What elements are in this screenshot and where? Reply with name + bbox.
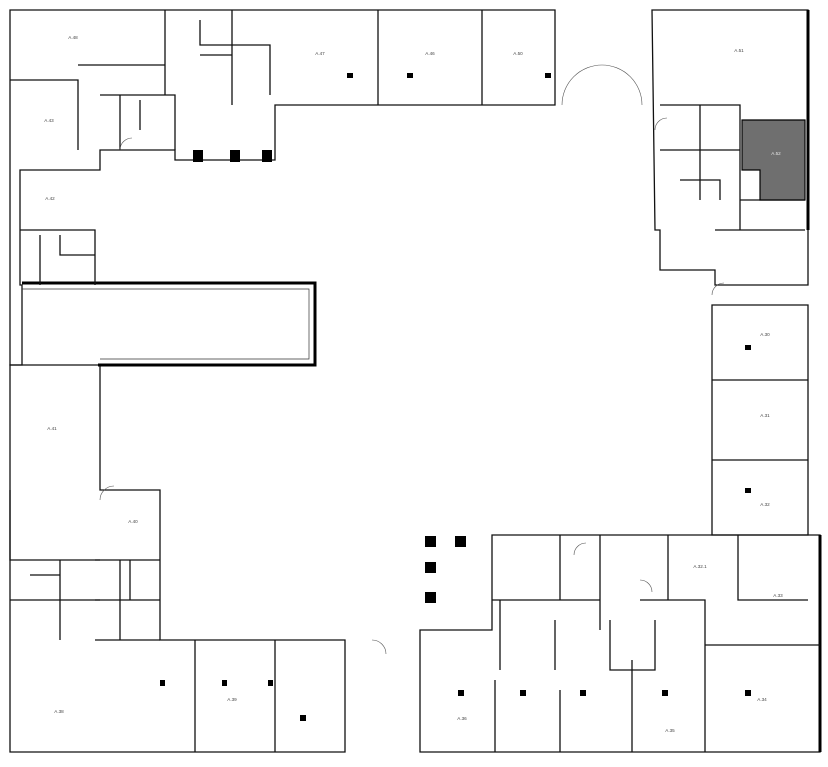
unit-label: А.50 bbox=[513, 51, 523, 56]
unit-a35[interactable]: А.35 bbox=[634, 662, 703, 750]
unit-a32[interactable]: А.32 bbox=[714, 462, 806, 533]
unit-label: А.30 bbox=[760, 332, 770, 337]
unit-a34[interactable]: А.34 bbox=[707, 647, 818, 750]
unit-label: А.42 bbox=[45, 196, 55, 201]
unit-a40[interactable]: А.40 bbox=[102, 492, 158, 558]
unit-a32-1[interactable]: А.32.1 bbox=[670, 537, 736, 598]
unit-label: А.32.1 bbox=[693, 564, 707, 569]
unit-label: А.39 bbox=[227, 697, 237, 702]
unit-label: А.31 bbox=[760, 413, 770, 418]
pillars bbox=[160, 73, 751, 721]
unit-label: А.52 bbox=[771, 151, 781, 156]
unit-a42[interactable]: А.42 bbox=[22, 170, 92, 230]
unit-a46[interactable]: А.46 bbox=[380, 12, 480, 102]
unit-label: А.33 bbox=[773, 593, 783, 598]
unit-label: А.40 bbox=[128, 519, 138, 524]
unit-label: А.48 bbox=[68, 35, 78, 40]
units: А.48 А.47 А.46 А.50 А.51 А.52 А.43 А.42 bbox=[12, 12, 818, 750]
unit-a43[interactable]: А.43 bbox=[12, 82, 76, 148]
unit-a38[interactable]: А.38 bbox=[12, 642, 96, 750]
unit-label: А.47 bbox=[315, 51, 325, 56]
interior-walls bbox=[9, 10, 820, 752]
unit-label: А.38 bbox=[54, 709, 64, 714]
unit-label: А.43 bbox=[44, 118, 54, 123]
unit-label: А.46 bbox=[425, 51, 435, 56]
unit-a36[interactable]: А.36 bbox=[422, 632, 493, 750]
unit-a39[interactable]: А.39 bbox=[197, 642, 273, 750]
unit-a30[interactable]: А.30 bbox=[714, 307, 806, 378]
unit-a51[interactable]: А.51 bbox=[660, 12, 806, 102]
unit-a31[interactable]: А.31 bbox=[714, 382, 806, 458]
unit-a33[interactable]: А.33 bbox=[740, 537, 818, 643]
unit-label: А.41 bbox=[47, 426, 57, 431]
unit-label: А.36 bbox=[457, 716, 467, 721]
unit-a48[interactable]: А.48 bbox=[12, 12, 162, 78]
unit-a50[interactable]: А.50 bbox=[484, 12, 552, 102]
outer-walls bbox=[9, 9, 822, 753]
unit-label: А.51 bbox=[734, 48, 744, 53]
unit-a47[interactable]: А.47 bbox=[234, 12, 376, 102]
unit-label: А.34 bbox=[757, 697, 767, 702]
unit-a52[interactable]: А.52 bbox=[741, 119, 806, 201]
unit-a41[interactable]: А.41 bbox=[12, 367, 98, 488]
unit-label: А.32 bbox=[760, 502, 770, 507]
unit-label: А.35 bbox=[665, 728, 675, 733]
highlighted-unit-shape bbox=[741, 119, 806, 201]
doors bbox=[99, 64, 725, 655]
